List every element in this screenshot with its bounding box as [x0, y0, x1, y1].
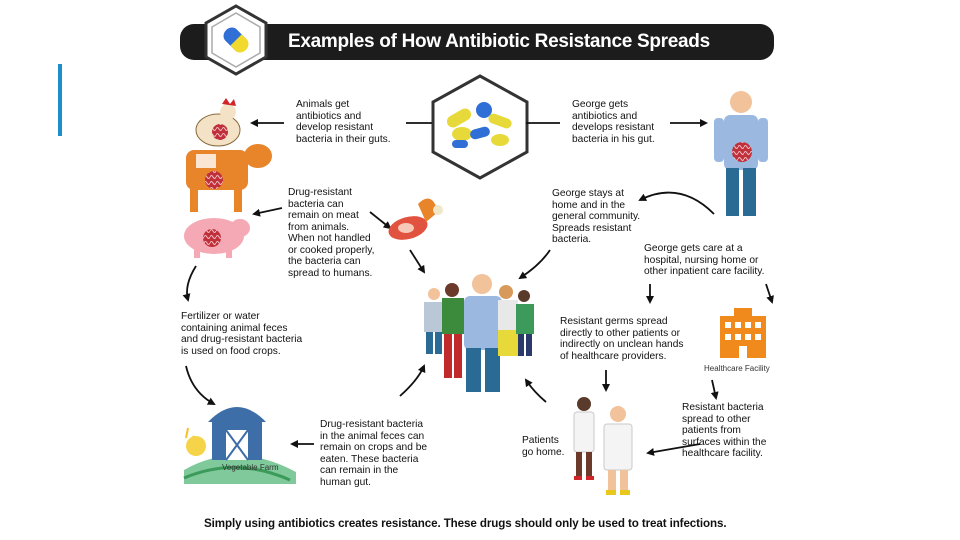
patients-figures: [573, 397, 633, 495]
caption-germs: Resistant germs spread directly to other…: [560, 316, 684, 362]
george-figure: [714, 91, 768, 216]
healthcare-facility-icon: [720, 308, 766, 358]
caption-george-gets: George gets antibiotics and develops res…: [572, 99, 655, 145]
pills-hexagon-icon: [431, 74, 529, 180]
footer-note: Simply using antibiotics creates resista…: [204, 517, 727, 530]
vegetable-farm-label: Vegetable Farm: [222, 463, 279, 472]
title-bar: [180, 24, 774, 60]
page-title: Examples of How Antibiotic Resistance Sp…: [288, 31, 710, 52]
pill-capsule-hexagon-icon: [204, 4, 268, 76]
meat-icon: [388, 198, 443, 240]
caption-crops: Drug-resistant bacteria in the animal fe…: [320, 419, 428, 488]
caption-meat: Drug-resistant bacteria can remain on me…: [288, 187, 375, 279]
pig-icon: [184, 218, 250, 258]
caption-animals: Animals get antibiotics and develop resi…: [296, 99, 391, 145]
caption-george-care: George gets care at a hospital, nursing …: [644, 243, 765, 277]
vegetable-farm-icon: [183, 407, 296, 484]
caption-fertilizer: Fertilizer or water containing animal fe…: [181, 311, 303, 357]
cow-icon: [186, 144, 272, 212]
accent-bar: [58, 64, 62, 136]
community-group: [424, 274, 534, 392]
chicken-icon: [195, 98, 241, 147]
caption-george-stays: George stays at home and in the general …: [552, 188, 641, 245]
healthcare-facility-label: Healthcare Facility: [704, 364, 770, 373]
caption-facility-spread: Resistant bacteria spread to other patie…: [682, 402, 767, 459]
caption-patients: Patients go home.: [522, 435, 565, 458]
